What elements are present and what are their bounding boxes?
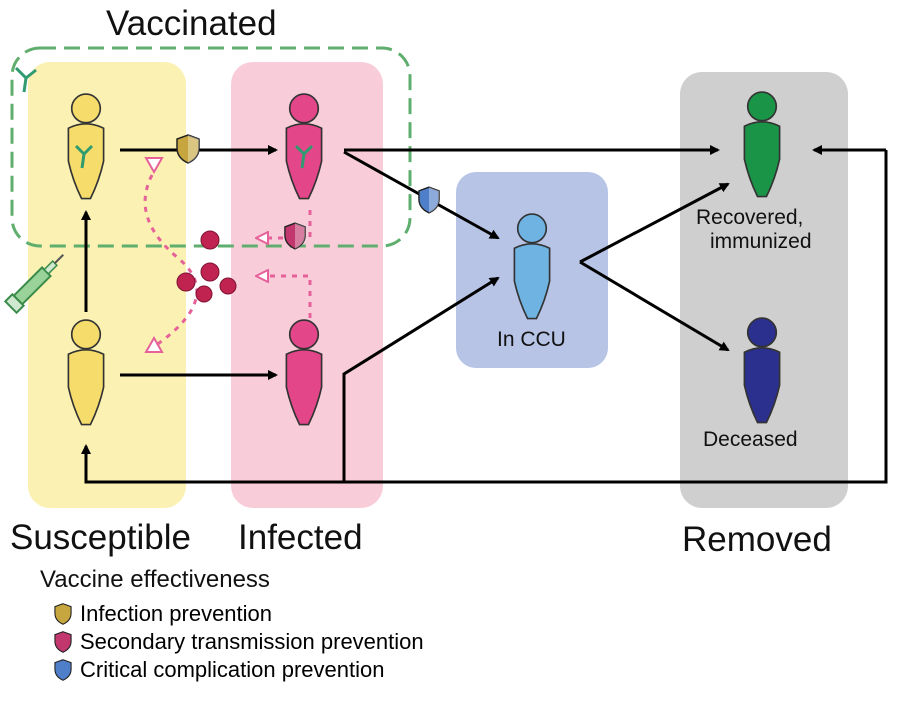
recovered-label-line1: Recovered, (696, 206, 804, 229)
infected-label: Infected (238, 518, 363, 557)
legend-item-secondary-transmission: Secondary transmission prevention (54, 629, 424, 655)
removed-label: Removed (682, 520, 832, 559)
ccu-to-deceased-arrow (579, 260, 730, 352)
in-ccu-label: In CCU (497, 328, 566, 351)
legend-title: Vaccine effectiveness (40, 566, 270, 593)
unvaccinated-infected-to-ccu-arrow (342, 276, 500, 482)
syringe-icon (3, 254, 64, 315)
infection-prevention-legend-icon (54, 603, 72, 625)
legend-label: Infection prevention (80, 601, 273, 626)
recovered-label-line2: immunized (710, 230, 812, 253)
vaccinated-label: Vaccinated (106, 4, 277, 43)
flow-arrows (81, 145, 888, 484)
return-loop-arrow (81, 150, 888, 484)
susceptible-column (28, 62, 186, 508)
transmission-arrows (143, 174, 312, 350)
transmission-arrowhead-down (144, 157, 164, 175)
critical-complication-legend-icon (54, 659, 72, 681)
antibody-mark-icon (74, 144, 314, 169)
transmission-arrowhead-up (144, 335, 164, 353)
removed-column (680, 72, 848, 508)
ccu-to-recovered-arrow (579, 182, 730, 264)
susceptible-label: Susceptible (10, 518, 191, 557)
legend-label: Critical complication prevention (80, 657, 385, 682)
antibody-icon (14, 66, 37, 93)
deceased-label: Deceased (703, 428, 798, 451)
legend-item-critical-complication: Critical complication prevention (54, 657, 384, 683)
critical-complication-shield-icon (418, 186, 440, 214)
legend-item-infection-prevention: Infection prevention (54, 601, 272, 627)
secondary-transmission-legend-icon (54, 631, 72, 653)
virus-icon (176, 230, 237, 303)
legend-label: Secondary transmission prevention (80, 629, 424, 654)
vaccinated-group-border (10, 46, 412, 248)
